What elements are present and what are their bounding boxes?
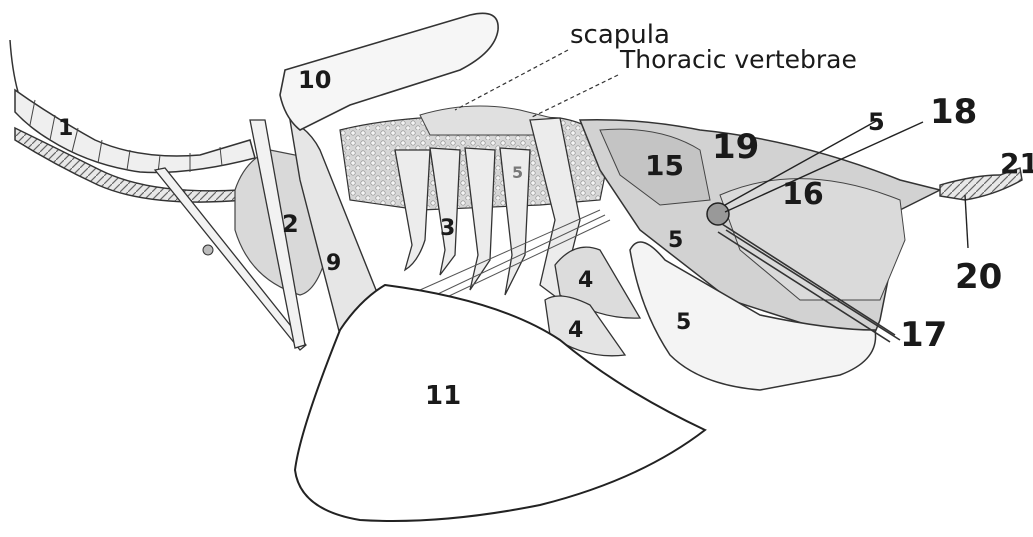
label-3: 3 bbox=[440, 218, 455, 240]
label-4-upper: 4 bbox=[578, 270, 593, 292]
label-2: 2 bbox=[282, 212, 299, 236]
acetabulum-18 bbox=[707, 203, 729, 225]
label-thoracic-vertebrae: Thoracic vertebrae bbox=[620, 47, 857, 72]
label-1: 1 bbox=[58, 118, 73, 140]
label-17: 17 bbox=[900, 318, 947, 352]
sternum-11 bbox=[295, 285, 705, 521]
label-4-lower: 4 bbox=[568, 320, 583, 342]
label-5-low: 5 bbox=[676, 312, 691, 334]
label-15: 15 bbox=[645, 152, 684, 180]
label-20: 20 bbox=[955, 260, 1002, 294]
label-9: 9 bbox=[326, 253, 341, 275]
label-5-rib: 5 bbox=[512, 165, 523, 181]
label-11: 11 bbox=[425, 383, 461, 409]
label-10: 10 bbox=[298, 68, 331, 92]
label-18: 18 bbox=[930, 95, 977, 129]
label-5-mid: 5 bbox=[668, 230, 683, 252]
label-16: 16 bbox=[782, 180, 824, 210]
label-5-top: 5 bbox=[868, 110, 885, 134]
label-21: 21 bbox=[1000, 150, 1033, 178]
label-19: 19 bbox=[712, 130, 759, 164]
